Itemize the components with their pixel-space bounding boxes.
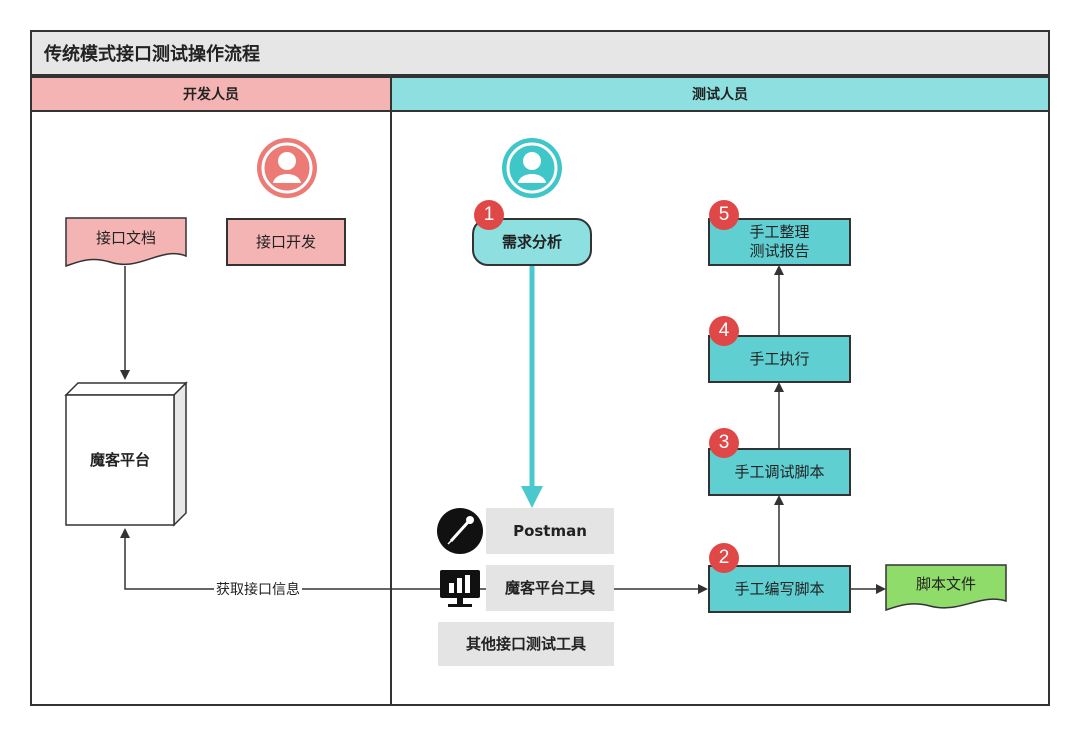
- step-badge-4: 4: [709, 316, 739, 346]
- tool-other: 其他接口测试工具: [438, 622, 614, 666]
- doc-shape: [65, 217, 187, 268]
- interface-develop-box: 接口开发: [226, 218, 346, 266]
- page-title: 传统模式接口测试操作流程: [30, 30, 1050, 76]
- edge-label-fetch-info: 获取接口信息: [214, 579, 302, 599]
- interface-doc-label: 接口文档: [95, 228, 156, 247]
- step-execute-box: 手工执行: [708, 335, 851, 383]
- user-icon: [502, 138, 562, 198]
- step-badge-2: 2: [709, 543, 739, 573]
- step-badge-5: 5: [709, 200, 739, 230]
- step-debug-box: 手工调试脚本: [708, 448, 851, 496]
- file-shape: [885, 564, 1007, 612]
- platform-box-shape: [64, 381, 188, 527]
- postman-icon: [437, 508, 483, 554]
- user-icon: [257, 138, 317, 198]
- tool-postman: Postman: [486, 508, 614, 554]
- lane-divider: [390, 110, 392, 706]
- step-badge-3: 3: [709, 428, 739, 458]
- lane-header-test: 测试人员: [390, 76, 1050, 112]
- script-file-label: 脚本文件: [915, 574, 976, 593]
- step-badge-1: 1: [474, 200, 504, 230]
- step-report-line2: 测试报告: [749, 242, 810, 260]
- step-write-box: 手工编写脚本: [708, 565, 851, 613]
- arrow-fetch-interface-info: [120, 528, 486, 590]
- lane-header-dev: 开发人员: [30, 76, 392, 112]
- chart-monitor-icon: [440, 570, 480, 607]
- moke-platform-box: 魔客平台: [89, 450, 150, 469]
- tool-moke-platform: 魔客平台工具: [486, 565, 614, 611]
- step-report-line1: 手工整理: [749, 223, 810, 241]
